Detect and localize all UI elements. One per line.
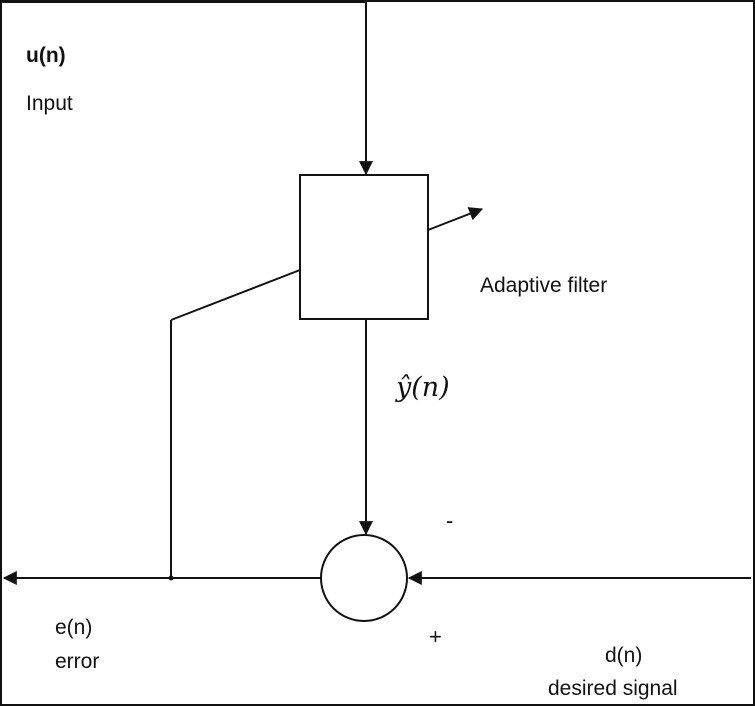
desired-signal-label: d(n) [605, 644, 642, 667]
input-signal-label: u(n) [26, 44, 66, 67]
filter-output-label: ŷ(n) [395, 372, 450, 403]
plus-sign: + [429, 624, 442, 649]
filter-caption: Adaptive filter [480, 274, 607, 297]
error-branch-dot [168, 575, 174, 581]
adaptive-filter-block [299, 174, 429, 320]
input-caption: Input [26, 92, 73, 115]
feedback-line-diagonal [170, 269, 301, 321]
error-signal-label: e(n) [55, 616, 92, 639]
desired-caption: desired signal [548, 677, 678, 700]
adaptation-arrow [427, 207, 484, 231]
summing-junction [320, 534, 408, 622]
minus-sign: - [446, 508, 453, 533]
error-caption: error [55, 650, 99, 673]
